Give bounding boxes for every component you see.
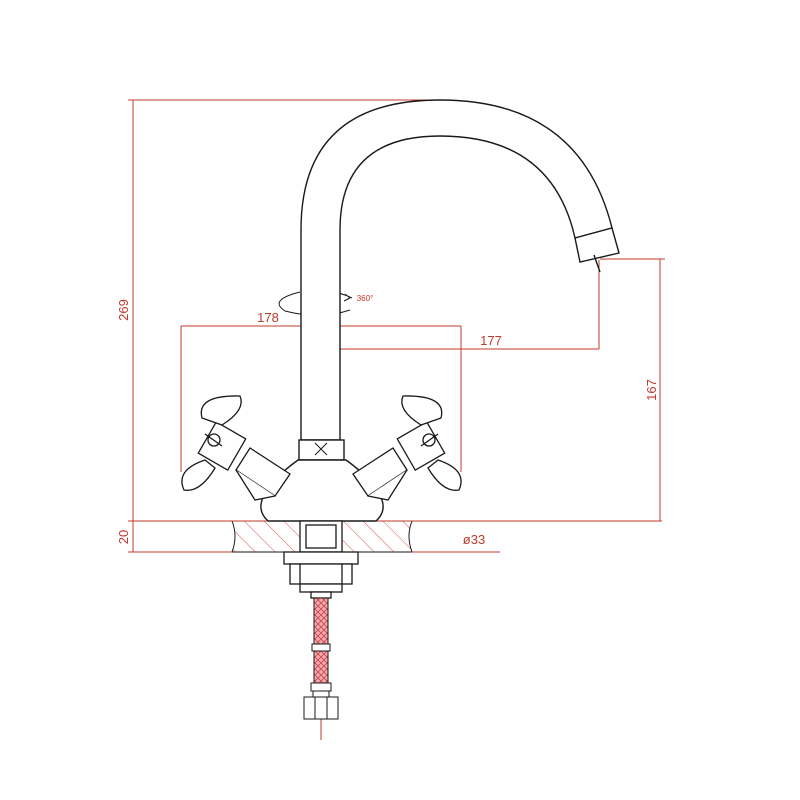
supply-hose (303, 597, 339, 720)
dim-left-reach: 178 (257, 310, 279, 325)
spout-tip (574, 227, 620, 263)
dim-spout-reach: 177 (480, 333, 502, 348)
hose-nut (303, 696, 339, 720)
right-handle (352, 395, 462, 501)
dim-rotation: 360° (357, 294, 374, 303)
dim-shank-diameter: ø33 (463, 532, 485, 547)
left-handle (181, 395, 291, 501)
dimension-lines (128, 99, 665, 740)
washer (283, 551, 359, 565)
dim-mount-thickness: 20 (116, 530, 131, 544)
countertop-section (231, 520, 413, 553)
dim-outlet-height: 167 (644, 379, 659, 401)
faucet-body (260, 99, 620, 522)
spout (300, 99, 613, 441)
mounting-assembly (283, 520, 359, 599)
mount-nut (289, 563, 353, 585)
dim-total-height: 269 (116, 299, 131, 321)
